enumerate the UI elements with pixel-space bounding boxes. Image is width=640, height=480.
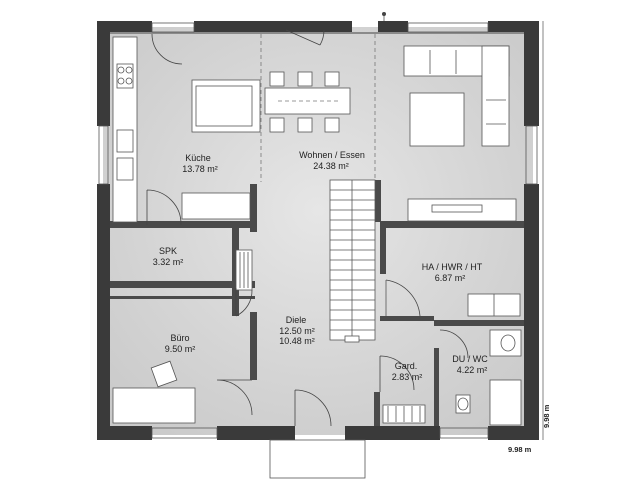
- room-label-kueche: Küche: [185, 153, 211, 163]
- room-area-buero: 9.50 m²: [165, 344, 196, 354]
- storage-furniture: [235, 249, 253, 317]
- kitchen-furniture: [112, 33, 261, 226]
- room-area-diele: 12.50 m²: [279, 326, 315, 336]
- room-label-wohnen: Wohnen / Essen: [299, 150, 365, 160]
- room-area-kueche: 13.78 m²: [182, 164, 218, 174]
- room-label-gard: Gard.: [395, 361, 418, 371]
- room-area-spk: 3.32 m²: [153, 257, 184, 267]
- room-label-du: DU / WC: [452, 354, 488, 364]
- room-label-hwr: HA / HWR / HT: [422, 262, 483, 272]
- office-furniture: [112, 360, 253, 424]
- room-area-gard: 2.83 m²: [392, 372, 423, 382]
- room-label-diele: Diele: [286, 315, 307, 325]
- bath-furniture: [379, 329, 522, 426]
- utility-furniture: [385, 279, 521, 317]
- room-area-diele-alt: 10.48 m²: [279, 336, 315, 346]
- outer-walls: [97, 21, 539, 440]
- windows: [98, 22, 538, 439]
- living-furniture: [260, 12, 517, 222]
- interior-walls: [110, 180, 524, 426]
- room-label-buero: Büro: [170, 333, 189, 343]
- room-label-spk: SPK: [159, 246, 177, 256]
- dimension-width-label: 9.98 m: [508, 445, 532, 454]
- room-area-hwr: 6.87 m²: [435, 273, 466, 283]
- room-area-wohnen: 24.38 m²: [313, 161, 349, 171]
- entrance[interactable]: [269, 389, 366, 479]
- dimension-depth-label: 9.98 m: [542, 404, 551, 428]
- staircase[interactable]: [329, 179, 376, 343]
- room-area-du: 4.22 m²: [457, 365, 488, 375]
